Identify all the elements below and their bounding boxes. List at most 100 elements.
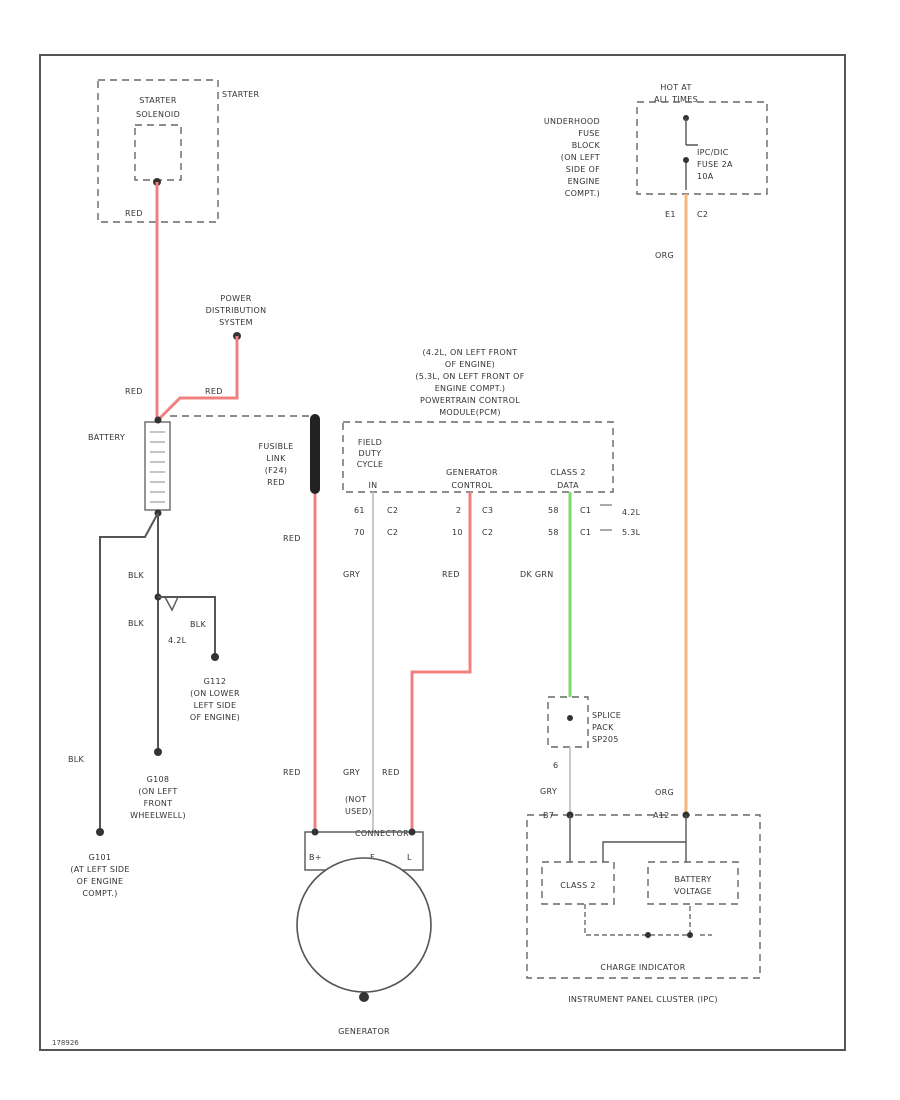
pcm-gen-control-1: GENERATOR xyxy=(446,468,498,477)
splice-pack-label-1: SPLICE xyxy=(592,711,621,720)
wire-label-red-fusible: RED xyxy=(283,534,301,543)
starter-label: STARTER xyxy=(222,90,260,99)
fusible-link-label-3: (F24) xyxy=(265,466,288,475)
wire-label-gry-1: GRY xyxy=(343,570,360,579)
generator-ground xyxy=(359,992,369,1002)
generator-label: GENERATOR xyxy=(338,1027,390,1036)
ipc-class2-box xyxy=(541,861,615,905)
splice-pin-label: 6 xyxy=(553,761,558,770)
variant-label-pcm-42: 4.2L xyxy=(622,508,641,517)
pcm-class2-2: DATA xyxy=(557,481,579,490)
g112-label-2: (ON LOWER xyxy=(190,689,240,698)
g101-label-3: OF ENGINE xyxy=(77,877,124,886)
ipc-indicator-node-2 xyxy=(687,932,693,938)
pcm-pin-r1-6: C1 xyxy=(580,506,591,515)
generator-symbol xyxy=(296,857,432,993)
fuse-block-label-7: COMPT.) xyxy=(565,189,600,198)
ipc-pin-b7: B7 xyxy=(543,811,554,820)
fuse-block-label-6: ENGINE xyxy=(568,177,600,186)
fuse-block-label-2: FUSE xyxy=(578,129,600,138)
g112-label-1: G112 xyxy=(204,677,227,686)
pcm-pin-r1-5: 58 xyxy=(548,506,559,515)
g108-label-2: (ON LEFT xyxy=(138,787,177,796)
g112-terminal xyxy=(211,653,219,661)
fuse-pin-c2: C2 xyxy=(697,210,708,219)
wire-label-org-2: ORG xyxy=(655,788,674,797)
starter-box xyxy=(97,79,219,223)
pcm-field-duty-2: DUTY xyxy=(359,449,382,458)
wire-label-red-battery-2: RED xyxy=(205,387,223,396)
pcm-box xyxy=(342,421,614,493)
hot-at-all-times-2: ALL TIMES xyxy=(654,95,698,104)
wire-label-blk-2: BLK xyxy=(128,619,145,628)
pcm-header-3: (5.3L, ON LEFT FRONT OF xyxy=(415,372,524,381)
gen-connector-label: CONNECTOR xyxy=(355,829,409,838)
gen-term-b: B+ xyxy=(309,853,322,862)
splice-pack-label-2: PACK xyxy=(592,723,614,732)
wire-label-red-starter: RED xyxy=(125,209,143,218)
wire-label-blk-3: BLK xyxy=(190,620,207,629)
ipc-indicator-node xyxy=(645,932,651,938)
pcm-pin-r1-1: 61 xyxy=(354,506,365,515)
gen-terminal-l xyxy=(408,828,416,836)
gen-not-used-2: USED) xyxy=(345,807,372,816)
splice-pack-label-3: SP205 xyxy=(592,735,619,744)
pcm-header-5: POWERTRAIN CONTROL xyxy=(420,396,520,405)
pcm-field-duty-1: FIELD xyxy=(358,438,382,447)
fuse-label-2: FUSE 2A xyxy=(697,160,733,169)
fuse-label-1: IPC/DIC xyxy=(697,148,729,157)
pcm-pin-r2-5: 58 xyxy=(548,528,559,537)
wire-blk-g101 xyxy=(99,512,159,830)
splice-pack-box xyxy=(547,696,589,748)
splice-pack-node xyxy=(567,715,573,721)
pcm-header-2: OF ENGINE) xyxy=(445,360,495,369)
fusible-link-label-1: FUSIBLE xyxy=(259,442,294,451)
fusible-link-label-2: LINK xyxy=(266,454,286,463)
gen-terminal-b xyxy=(311,828,319,836)
pcm-pin-r2-1: 70 xyxy=(354,528,365,537)
ipc-internal-wiring xyxy=(569,815,687,862)
variant-switch-42 xyxy=(164,596,179,612)
wire-red-gen-control xyxy=(410,492,472,832)
pcm-header-1: (4.2L, ON LEFT FRONT xyxy=(423,348,518,357)
power-distribution-label-1: POWER xyxy=(220,294,251,303)
wire-label-blk-1: BLK xyxy=(128,571,145,580)
wire-label-gry-3: GRY xyxy=(540,787,557,796)
pcm-pin-r1-3: 2 xyxy=(456,506,461,515)
pcm-pin-r1-2: C2 xyxy=(387,506,398,515)
g108-label-1: G108 xyxy=(147,775,170,784)
fusible-link-label-4: RED xyxy=(267,478,285,487)
wire-blk-g112 xyxy=(158,596,216,655)
wire-label-red-gen-2: RED xyxy=(382,768,400,777)
ipc-pin-a12: A12 xyxy=(653,811,670,820)
power-distribution-label-2: DISTRIBUTION xyxy=(206,306,267,315)
fuse-block-label-4: (ON LEFT xyxy=(561,153,600,162)
g112-label-4: OF ENGINE) xyxy=(190,713,240,722)
pcm-gen-control-2: CONTROL xyxy=(451,481,492,490)
pcm-pin-r2-3: 10 xyxy=(452,528,463,537)
wire-label-dkgrn: DK GRN xyxy=(520,570,554,579)
fuse-label-3: 10A xyxy=(697,172,714,181)
hot-at-all-times-1: HOT AT xyxy=(660,83,691,92)
diagram-frame xyxy=(39,54,846,1051)
pcm-pin-r2-4: C2 xyxy=(482,528,493,537)
starter-solenoid-label-2: SOLENOID xyxy=(136,110,180,119)
wire-label-org-1: ORG xyxy=(655,251,674,260)
g101-label-4: COMPT.) xyxy=(82,889,117,898)
wire-red-power-distribution xyxy=(158,336,239,420)
g108-terminal xyxy=(154,748,162,756)
reference-number: 178926 xyxy=(52,1039,79,1047)
g108-label-3: FRONT xyxy=(144,799,173,808)
g101-terminal xyxy=(96,828,104,836)
ipc-battery-gauge-2: VOLTAGE xyxy=(674,887,712,896)
pcm-header-6: MODULE(PCM) xyxy=(439,408,501,417)
pcm-field-duty-3: CYCLE xyxy=(357,460,384,469)
fuse-element xyxy=(685,118,698,190)
ipc-class2-label: CLASS 2 xyxy=(560,881,596,890)
variant-label-pcm-53: 5.3L xyxy=(622,528,641,537)
variant-label-42: 4.2L xyxy=(168,636,187,645)
gen-term-f: F xyxy=(370,853,375,862)
fusible-link xyxy=(310,414,320,494)
ipc-indicator-wiring xyxy=(584,904,712,936)
